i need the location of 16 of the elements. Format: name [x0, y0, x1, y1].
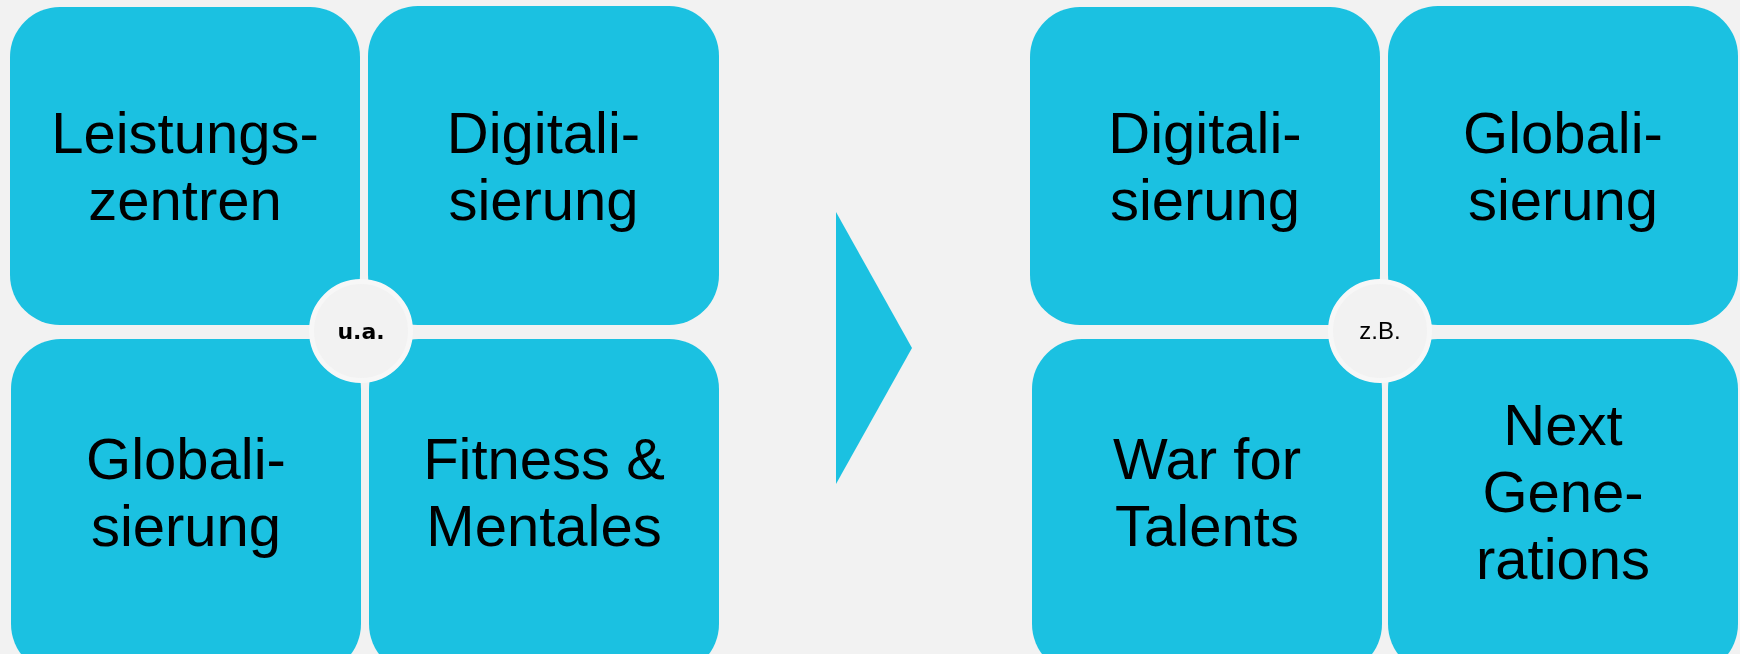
- node-label: Digitali- sierung: [445, 98, 642, 233]
- node-label: Globali- sierung: [85, 424, 287, 559]
- topic-box: [368, 6, 719, 325]
- topic-box: [10, 7, 360, 325]
- topic-box: [1032, 339, 1382, 654]
- topic-box: [1388, 339, 1738, 654]
- node-label: Leistungs- zentren: [50, 99, 320, 233]
- topic-box: [11, 339, 361, 654]
- node-label: Globali- sierung: [1462, 98, 1664, 233]
- node-label: Next Gene- rations: [1474, 391, 1652, 592]
- node-label: Digitali- sierung: [1107, 99, 1303, 233]
- node-label: Fitness & Mentales: [422, 424, 666, 559]
- node-label: z.B.: [1359, 317, 1401, 345]
- node-label: u.a.: [337, 318, 385, 344]
- topic-box: [369, 339, 719, 654]
- node-label: War for Talents: [1112, 424, 1302, 559]
